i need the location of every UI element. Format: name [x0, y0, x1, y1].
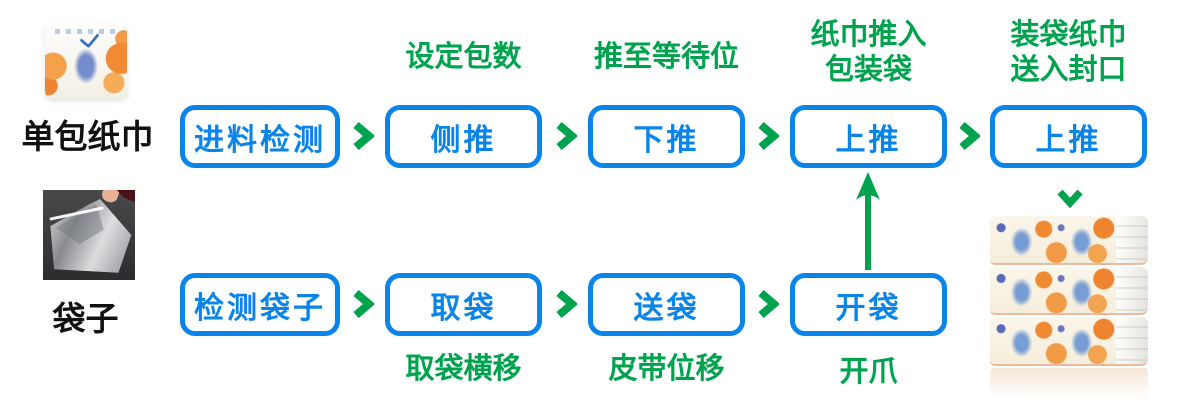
note-send-to-seal: 装袋纸巾 送入封口 — [990, 18, 1147, 88]
plastic-bag-photo — [43, 190, 135, 280]
flow-step-label: 开袋 — [835, 291, 902, 325]
flow-step-label: 上推 — [835, 123, 902, 157]
note-push-into-bag: 纸巾推入 包装袋 — [790, 18, 947, 88]
note-line: 送入封口 — [1010, 54, 1127, 86]
flow-step-label: 取袋 — [430, 291, 497, 325]
bottom-source-label: 袋子 — [52, 300, 119, 337]
hand-fingers — [100, 190, 121, 205]
tissue-pack-photo — [45, 22, 127, 98]
flow-step-open-bag: 开袋 — [790, 273, 947, 336]
flow-chevron-icon — [555, 290, 577, 318]
flow-chevron-icon — [958, 122, 980, 150]
flow-chevron-icon — [757, 122, 779, 150]
flow-chevron-icon — [352, 290, 374, 318]
note-line: 装袋纸巾 — [1010, 19, 1127, 51]
note-set-count: 设定包数 — [405, 41, 522, 73]
tissue-pack-text-strip — [54, 29, 121, 34]
pack-row — [990, 317, 1148, 367]
flow-step-detect-bag: 检测袋子 — [180, 273, 340, 336]
down-chevron-icon — [1057, 189, 1083, 209]
flow-step-label: 送袋 — [633, 291, 700, 325]
pack-side — [1116, 317, 1148, 365]
flow-step-up-push-1: 上推 — [790, 105, 947, 168]
pack-side — [1116, 266, 1148, 314]
flow-step-down-push: 下推 — [588, 105, 745, 168]
stack-reflection — [990, 368, 1148, 402]
note-push-to-wait: 推至等待位 — [593, 41, 739, 73]
flow-step-label: 下推 — [633, 123, 700, 157]
flow-chevron-icon — [757, 290, 779, 318]
pack-side — [1116, 216, 1148, 263]
flow-chevron-icon — [555, 122, 577, 150]
top-source-label: 单包纸巾 — [21, 118, 154, 155]
flow-step-feed-detect: 进料检测 — [180, 105, 340, 168]
note-open-claw: 开爪 — [839, 356, 898, 388]
pack-row — [990, 266, 1148, 316]
up-arrow-icon — [853, 170, 883, 272]
flow-step-label: 侧推 — [430, 123, 497, 157]
note-belt-shift: 皮带位移 — [608, 353, 725, 385]
flow-step-label: 检测袋子 — [194, 291, 326, 325]
flow-step-side-push: 侧推 — [385, 105, 542, 168]
note-line: 纸巾推入 — [810, 19, 927, 51]
bagged-tissue-stack-photo — [990, 216, 1148, 367]
flow-step-send-bag: 送袋 — [588, 273, 745, 336]
flow-step-up-push-2: 上推 — [990, 105, 1147, 168]
note-bag-traverse: 取袋横移 — [405, 353, 522, 385]
flow-step-take-bag: 取袋 — [385, 273, 542, 336]
flow-chevron-icon — [352, 122, 374, 150]
note-line: 包装袋 — [824, 54, 912, 86]
pack-row — [990, 216, 1148, 265]
flow-step-label: 进料检测 — [194, 123, 326, 157]
flow-step-label: 上推 — [1035, 123, 1102, 157]
